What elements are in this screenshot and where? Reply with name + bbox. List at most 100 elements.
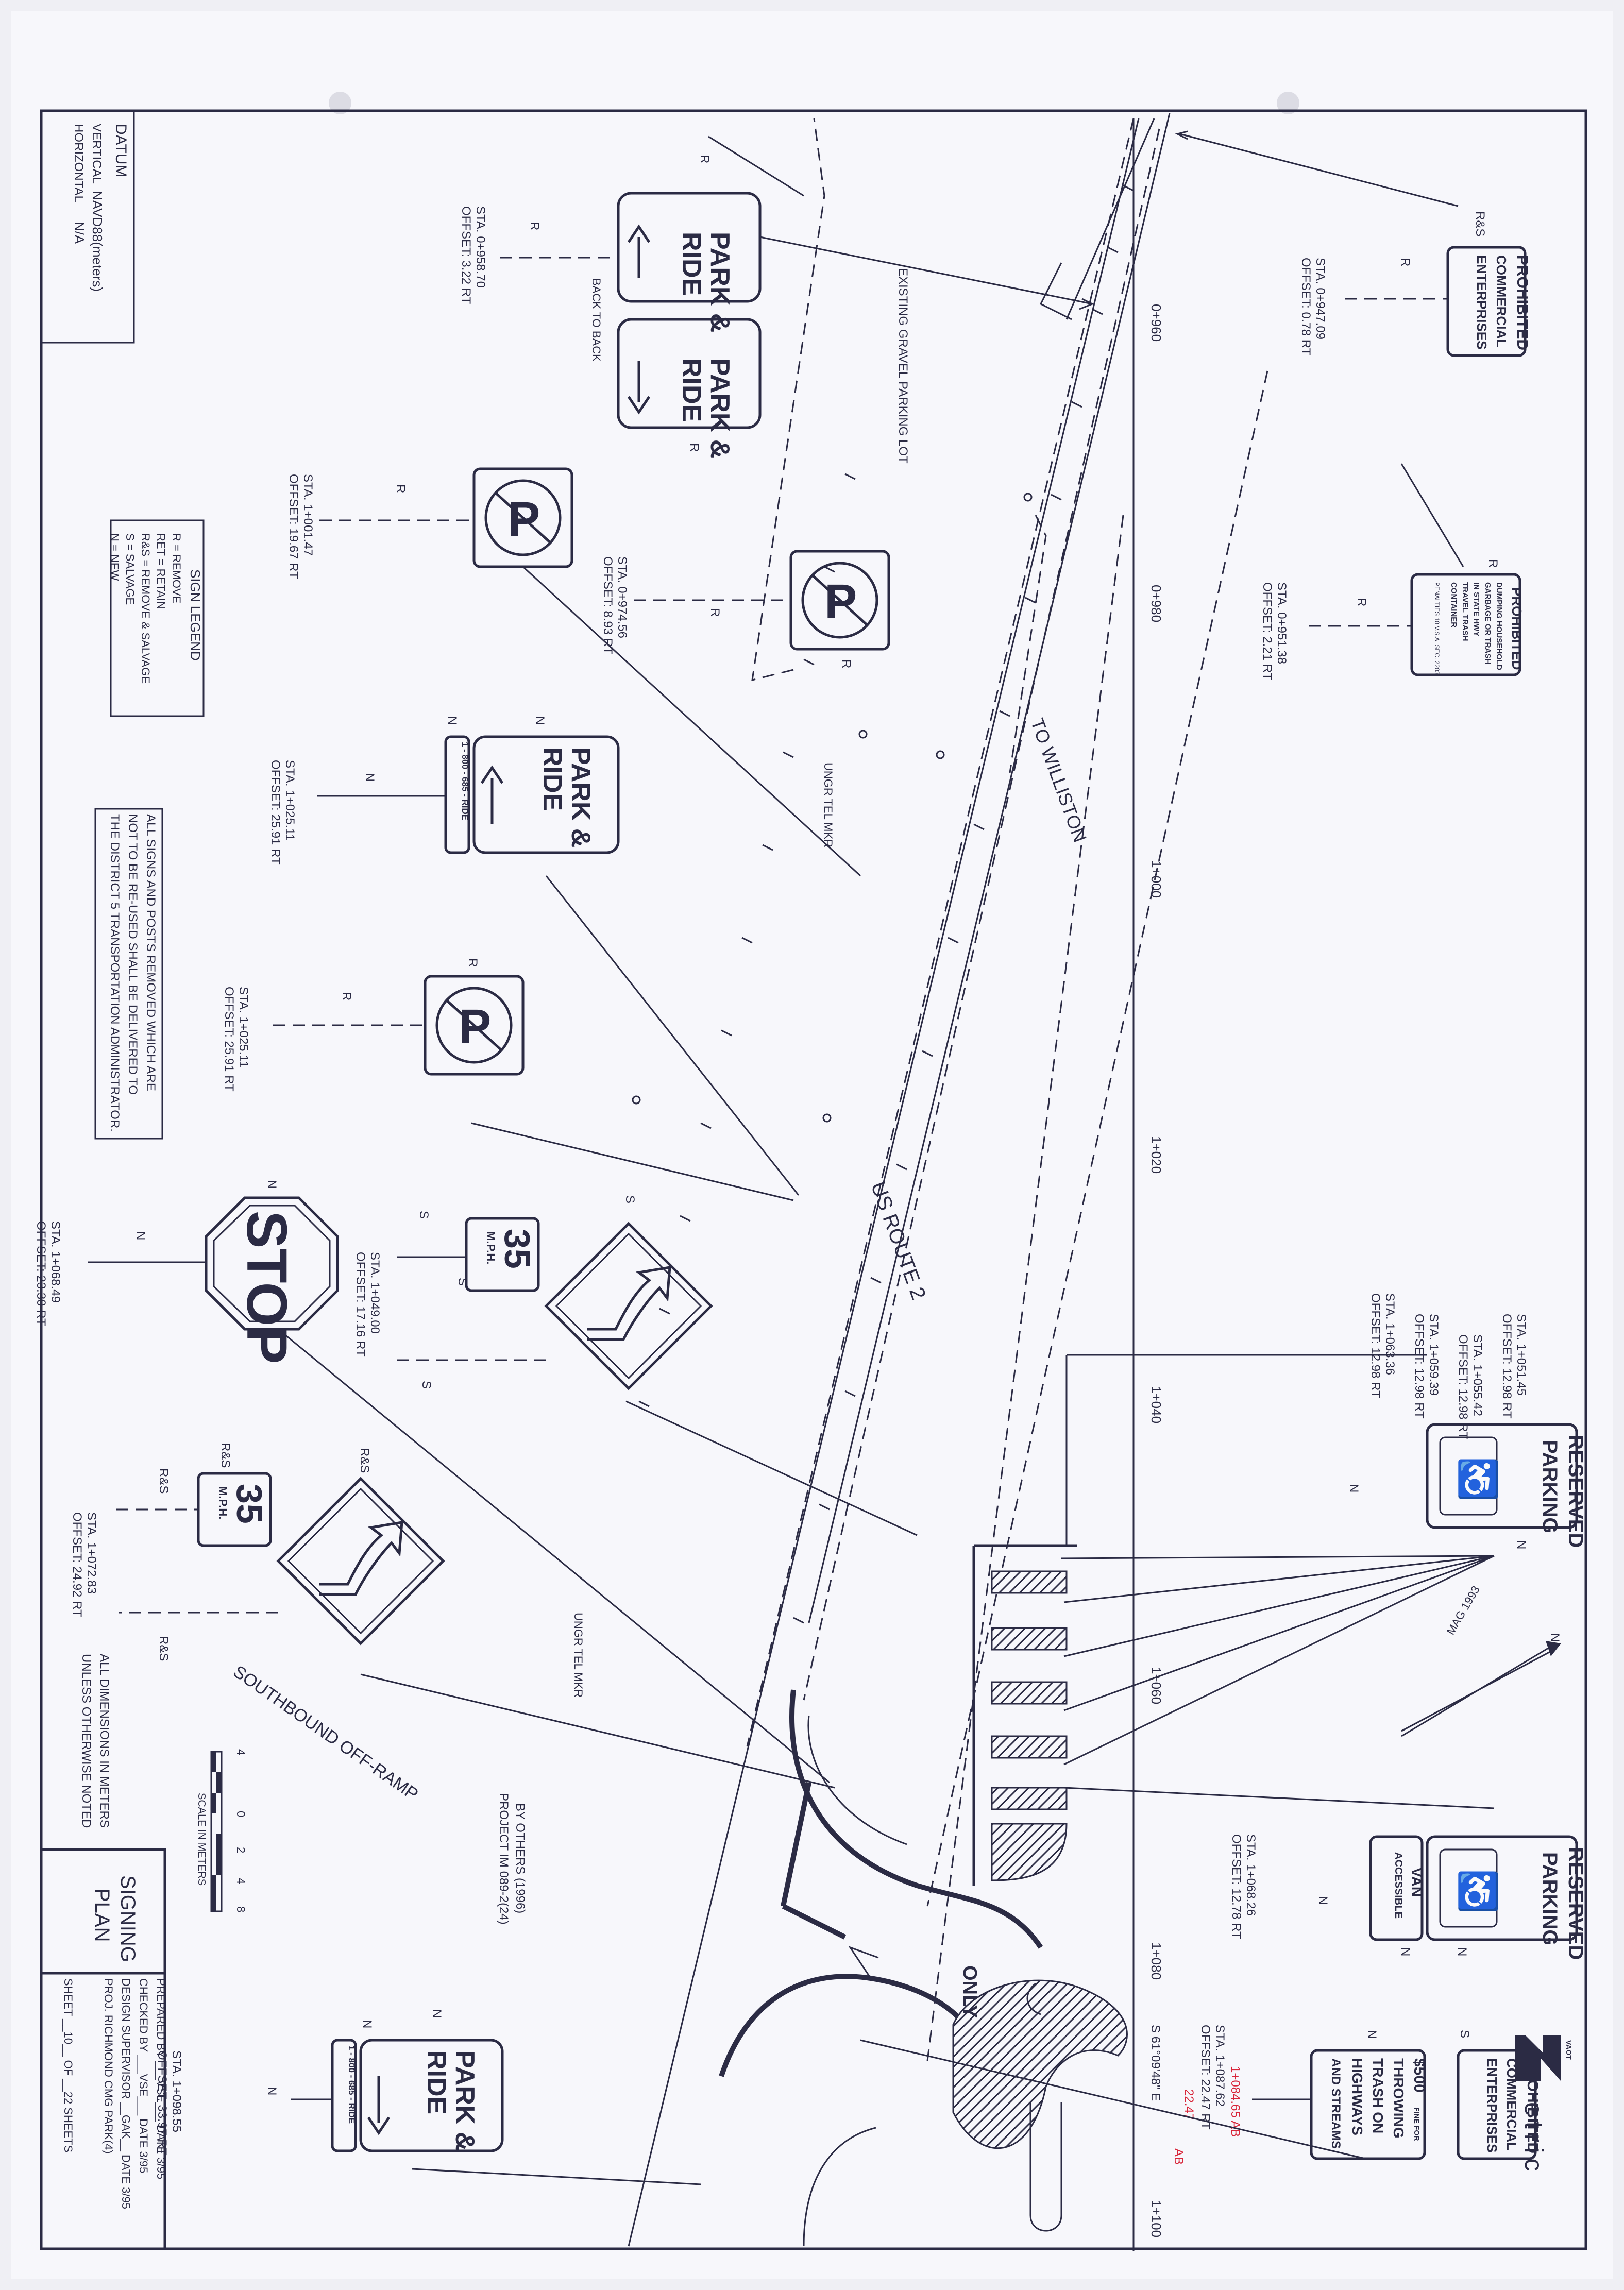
offset-text: OFFSET: 12.98 RT <box>1456 1334 1470 1439</box>
park-ride-sign-pair: PARK & RIDE PARK & RIDE R STA. 0+958.70 … <box>459 135 1094 459</box>
offset-text: OFFSET: 19.67 RT <box>286 474 300 579</box>
logo-agency: VAOT <box>1565 2040 1573 2060</box>
no-parking-sign-1: P STA. 1+001.47 OFFSET: 19.67 RT <box>286 467 861 877</box>
legend-item: N = NEW <box>108 533 121 581</box>
code-r: R <box>1398 258 1412 266</box>
station-label: 0+960 <box>1148 304 1164 342</box>
stop-sign: STOP STA. 1+068.49 OFFSET: 23.30 RT <box>34 1196 830 1784</box>
scale-tick: 4 <box>234 1878 247 1884</box>
arrow-icon <box>480 765 504 824</box>
sign-dumping-line: DUMPING HOUSEHOLD <box>1495 582 1503 670</box>
offset-text: OFFSET: 24.92 RT <box>70 1512 84 1617</box>
offset-text: OFFSET: 12.78 RT <box>1229 1834 1243 1939</box>
design-supervisor: DESIGN SUPERVISOR __GAK__ DATE 3/95 <box>120 1978 132 2209</box>
station-label: 0+980 <box>1148 585 1164 622</box>
code-r: R <box>1355 598 1368 606</box>
sign-van: VAN <box>1409 1868 1425 1897</box>
dumping-prohibited-sign: PROHIBITED DUMPING HOUSEHOLD GARBAGE OR … <box>1260 463 1525 681</box>
offset-text: OFFSET: 25.91 RT <box>268 760 282 865</box>
tel-marker-label: UNGR TEL MKR <box>822 762 835 847</box>
sign-dumping-line: GARBAGE OR TRASH <box>1483 582 1492 664</box>
title-plan: PLAN <box>91 1888 113 1942</box>
arrow-icon <box>627 361 651 415</box>
code-r: R <box>528 222 542 230</box>
offset-text: OFFSET: 22.47 RT <box>1198 2025 1212 2130</box>
scale-label: SCALE IN METERS <box>196 1793 207 1886</box>
accessible-icon: ♿ <box>1456 1458 1500 1500</box>
project-by-label: BY OTHERS (1996) <box>513 1803 527 1913</box>
sign-text-ride: RIDE <box>676 358 706 422</box>
station-label: 1+020 <box>1148 1136 1164 1174</box>
no-parking-sign-3: P STA. 1+025.11 OFFSET: 25.91 RT <box>222 975 794 1201</box>
sign-codes: R R R R R R R N N N R R N N S S S S R&S … <box>133 222 1528 2095</box>
speed-number: 35 <box>497 1229 537 1269</box>
station-text: STA. 1+025.11 <box>283 760 297 841</box>
legend-item: S = SALVAGE <box>124 533 137 605</box>
scale-tick: 0 <box>234 1811 247 1817</box>
offset-text: OFFSET: 0.78 RT <box>1299 258 1313 356</box>
red-correction: 1+084.65 AB <box>1228 2066 1242 2137</box>
sign-text-park: PARK & <box>450 2050 480 2151</box>
roadway <box>628 113 1268 2251</box>
code-rs: R&S <box>358 1448 371 1473</box>
title-block: SIGNING PLAN PREPARED BY ___VSE___ DATE … <box>40 1848 167 2250</box>
punch-hole-right <box>1277 92 1299 114</box>
station-text: STA. 0+951.38 <box>1275 582 1289 664</box>
curve-arrow-icon <box>587 1266 671 1341</box>
sign-text-ride: RIDE <box>537 747 567 811</box>
only-pavement-marking: ONLY <box>959 1965 980 2018</box>
code-rs: R&S <box>157 1468 171 1494</box>
sign-legend: SIGN LEGEND R = REMOVE RET = RETAIN R&S … <box>108 519 205 717</box>
sign-parking: PARKING <box>1538 1852 1561 1945</box>
station-text: STA. 1+001.47 <box>301 474 315 556</box>
curve-warning-sign-2 <box>119 1477 835 1789</box>
accessible-stripes <box>952 1570 1128 2149</box>
note-line: THE DISTRICT 5 TRANSPORTATION ADMINISTRA… <box>108 814 122 1132</box>
code-n: N <box>1347 1484 1361 1492</box>
sheet-number: SHEET __10__ OF __22 SHEETS <box>62 1978 75 2152</box>
station-label: 1+000 <box>1148 860 1164 898</box>
roadway-ticks <box>638 184 1134 1624</box>
station-text: STA. 1+098.55 <box>170 2050 183 2132</box>
code-rs: R&S <box>157 1636 171 1661</box>
scale-tick: 2 <box>234 1847 247 1853</box>
tel-marker-label: UNGR TEL MKR <box>572 1613 585 1698</box>
sign-fine-line: THROWING <box>1391 2058 1407 2139</box>
survey-marker <box>858 730 868 739</box>
offset-text: OFFSET: 23.30 RT <box>34 1221 48 1326</box>
project-name: PROJ. RICHMOND CMG PARK(4) <box>102 1978 115 2154</box>
code-r: R <box>698 155 712 163</box>
station-text: STA. 1+068.49 <box>48 1221 62 1303</box>
code-s: S <box>419 1381 433 1389</box>
station-text: STA. 1+051.45 <box>1514 1314 1528 1396</box>
legend-item: RET = RETAIN <box>155 533 167 609</box>
sign-commercial: COMMERCIAL <box>1494 255 1509 347</box>
phone-text: 1 - 800 - 685 - RIDE <box>347 2045 357 2124</box>
note-line: UNLESS OTHERWISE NOTED <box>79 1654 93 1828</box>
datum-horizontal-label: HORIZONTAL <box>72 124 86 202</box>
code-n: N <box>1548 1633 1562 1642</box>
code-n: N <box>360 2020 374 2028</box>
park-ride-sign-3: PARK & RIDE 1 - 800 - 685 - RIDE STA. 1+… <box>268 735 800 1196</box>
code-s: S <box>623 1195 637 1203</box>
station-text: STA. 1+087.62 <box>1213 2025 1227 2107</box>
code-r: R <box>708 608 722 617</box>
arrow-icon <box>627 224 651 278</box>
datum-box: DATUM VERTICAL NAVD88(meters) HORIZONTAL… <box>40 110 135 344</box>
scale-bar: 4 0 2 4 8 SCALE IN METERS <box>196 1749 247 1912</box>
sign-dumping-fine: PENALTIES 10 V.S.A. SEC. 2203 <box>1433 582 1441 675</box>
vaot-metric-logo: VAOT etric <box>1515 2035 1573 2176</box>
offset-text: OFFSET: 17.16 RT <box>353 1252 367 1357</box>
datum-horizontal-value: N/A <box>72 222 87 244</box>
station-text: STA. 1+049.00 <box>368 1252 382 1334</box>
sign-text-ride: RIDE <box>676 232 706 296</box>
punch-hole-left <box>329 92 351 114</box>
code-n: N <box>1455 1947 1469 1956</box>
stop-text: STOP <box>235 1211 298 1364</box>
speed-unit: M.P.H. <box>484 1231 497 1264</box>
title-signing: SIGNING <box>116 1875 139 1962</box>
logo-word: etric <box>1519 2102 1548 2176</box>
code-n: N <box>1398 1947 1412 1956</box>
code-n: N <box>533 716 547 725</box>
sign-text-park: PARK & <box>705 358 735 459</box>
